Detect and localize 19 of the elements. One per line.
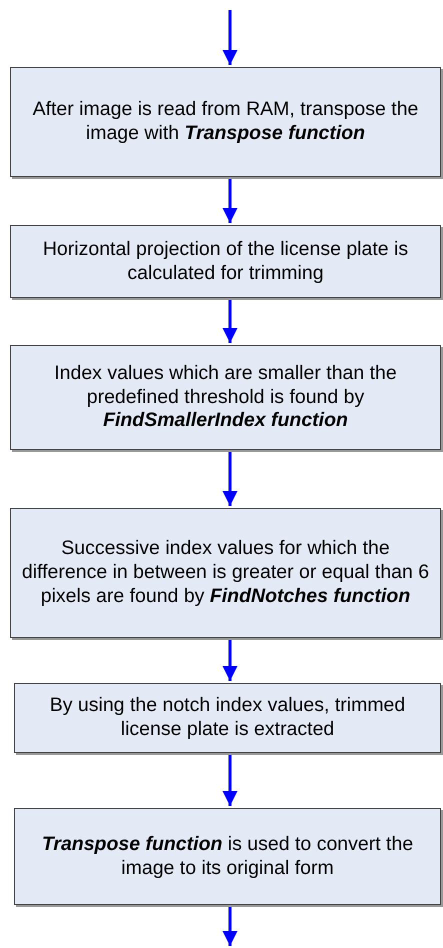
step-text: Index values which are smaller than the predefined threshold is found by FindSmallerIndex function <box>53 362 398 434</box>
arrow <box>222 10 238 65</box>
process-box <box>14 683 441 753</box>
process-box <box>10 508 441 638</box>
arrow <box>222 905 238 946</box>
arrow <box>222 753 238 806</box>
step-text: After image is read from RAM, transpose the image with Transpose function <box>32 98 420 146</box>
arrow <box>222 450 238 506</box>
process-box <box>14 808 441 905</box>
process-box <box>10 225 441 298</box>
arrow <box>222 298 238 343</box>
step-text: Horizontal projection of the license plate is calculated for trimming <box>42 238 410 286</box>
step-text: Transpose function is used to convert the image to its original form <box>40 832 414 880</box>
process-box <box>10 67 441 177</box>
step-text: By using the notch index values, trimmed license plate is extracted <box>48 694 406 742</box>
arrow <box>222 177 238 223</box>
process-box <box>10 345 441 450</box>
step-text: Successive index values for which the difference in between is greater or equal than 6 pixels are found by FindNotches function <box>20 537 430 609</box>
arrow <box>222 638 238 681</box>
